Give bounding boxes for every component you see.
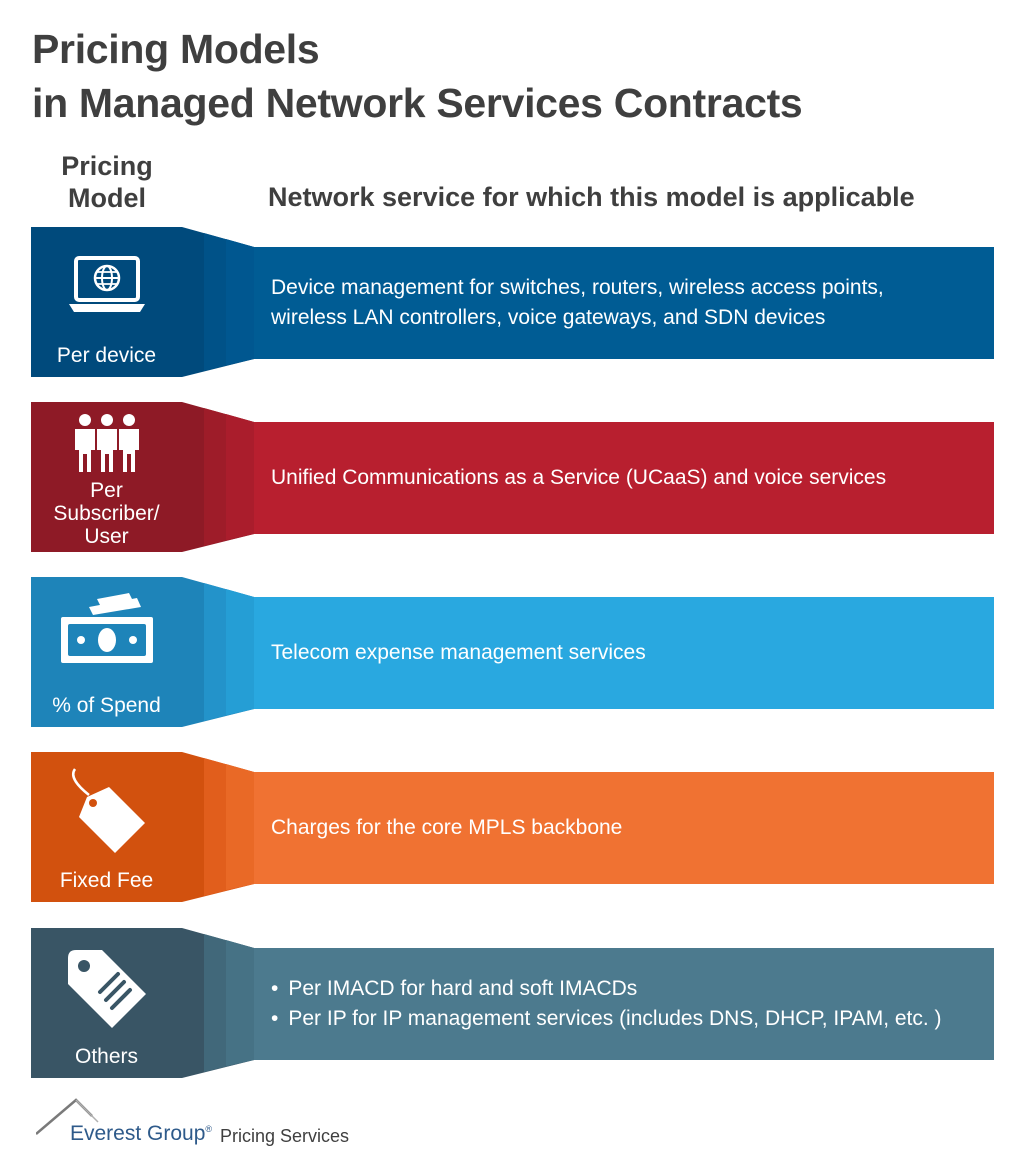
model-box-per-device: Per device: [31, 227, 182, 377]
service-box-fixed-fee: Charges for the core MPLS backbone: [254, 772, 994, 884]
laptop-globe-icon: [31, 245, 182, 325]
brand-name: Everest Group: [70, 1122, 206, 1145]
model-box-per-subscriber: Per Subscriber/ User: [31, 402, 182, 552]
service-line: Device management for switches, routers,…: [271, 276, 884, 299]
pricing-row-per-device: Per device Device management for switche…: [0, 227, 1023, 377]
money-bills-icon: [31, 589, 182, 669]
everest-mountain-logo-icon: [36, 1098, 99, 1135]
connector-shape: [182, 928, 254, 1078]
tags-icon: [31, 944, 182, 1034]
service-line: Telecom expense management services: [271, 641, 646, 664]
service-line: Unified Communications as a Service (UCa…: [271, 466, 887, 489]
connector-shape: [182, 227, 254, 377]
service-box-others: Per IMACD for hard and soft IMACDs Per I…: [254, 948, 994, 1060]
model-box-percent-of-spend: % of Spend: [31, 577, 182, 727]
model-label: Per device: [56, 344, 157, 367]
pricing-row-percent-of-spend: % of Spend Telecom expense management se…: [0, 577, 1023, 727]
connector-shape: [182, 752, 254, 902]
title-line-1: Pricing Models: [32, 26, 320, 72]
model-label: Others: [74, 1045, 139, 1068]
column-header-pricing-model: Pricing Model: [61, 151, 153, 213]
footer-brand: Everest Group®: [70, 1122, 212, 1146]
users-icon: [31, 408, 182, 478]
connector-shape: [182, 402, 254, 552]
model-label: Fixed Fee: [59, 869, 154, 892]
service-line: wireless LAN controllers, voice gateways…: [271, 306, 826, 329]
model-label: % of Spend: [52, 694, 161, 717]
service-bullet-list: Per IMACD for hard and soft IMACDs Per I…: [254, 974, 942, 1034]
pricing-row-others: Others Per IMACD for hard and soft IMACD…: [0, 928, 1023, 1078]
footer-subtitle: Pricing Services: [220, 1126, 350, 1146]
service-text: Device management for switches, routers,…: [254, 273, 884, 333]
title-line-2: in Managed Network Services Contracts: [32, 80, 803, 126]
footer: Everest Group® Pricing Services: [36, 1098, 436, 1148]
model-box-fixed-fee: Fixed Fee: [31, 752, 182, 902]
service-line: Charges for the core MPLS backbone: [271, 816, 623, 839]
model-box-others: Others: [31, 928, 182, 1078]
connector-shape: [182, 577, 254, 727]
service-box-percent-of-spend: Telecom expense management services: [254, 597, 994, 709]
column-header-network-service: Network service for which this model is …: [268, 182, 915, 212]
page-title: Pricing Models in Managed Network Servic…: [32, 22, 803, 130]
service-box-per-subscriber: Unified Communications as a Service (UCa…: [254, 422, 994, 534]
service-box-per-device: Device management for switches, routers,…: [254, 247, 994, 359]
model-label: Per Subscriber/ User: [53, 479, 160, 548]
pricing-row-per-subscriber: Per Subscriber/ User Unified Communicati…: [0, 402, 1023, 552]
registered-mark: ®: [205, 1124, 213, 1134]
price-tag-icon: [31, 768, 182, 858]
service-bullet: Per IMACD for hard and soft IMACDs: [271, 974, 942, 1004]
pricing-row-fixed-fee: Fixed Fee Charges for the core MPLS back…: [0, 752, 1023, 902]
service-bullet: Per IP for IP management services (inclu…: [271, 1004, 941, 1034]
